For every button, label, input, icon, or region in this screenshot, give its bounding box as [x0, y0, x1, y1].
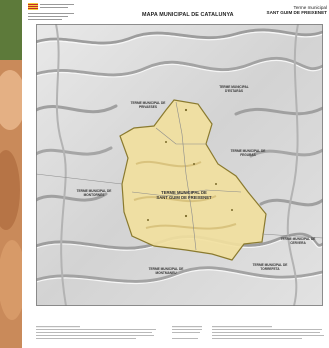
sheet-header: MAPA MUNICIPAL DE CATALUNYA Terme munici…: [22, 0, 329, 24]
municipality-title-line2: SANT GUIM DE FREIXENET: [266, 10, 328, 16]
svg-text:TERME MUNICIPAL DE: TERME MUNICIPAL DE: [149, 267, 184, 271]
svg-text:TERME MUNICIPAL DE: TERME MUNICIPAL DE: [131, 101, 166, 105]
neighbour-label-montmaneu: TERME MUNICIPAL DE MONTMANEU: [149, 267, 184, 275]
municipality-label-line1: TERME MUNICIPAL DE: [161, 190, 207, 195]
municipality-area[interactable]: [119, 99, 267, 261]
sheet-footer: [36, 326, 324, 339]
municipality-label-line2: SANT GUIM DE FREIXENET: [156, 195, 212, 200]
svg-text:FEGURAS: FEGURAS: [240, 153, 256, 157]
road-network: [36, 101, 323, 251]
neighbour-label-torrefeta: TERME MUNICIPAL DE TORREFETA: [253, 263, 288, 271]
generalitat-logo: [28, 3, 38, 10]
map-sheet: MAPA MUNICIPAL DE CATALUNYA Terme munici…: [22, 0, 329, 348]
relief-map[interactable]: TERME MUNICIPAL DE SANT GUIM DE FREIXENE…: [36, 24, 323, 306]
svg-text:TERME MUNICIPAL DE: TERME MUNICIPAL DE: [281, 237, 316, 241]
neighbour-label-privaeses: TERME MUNICIPAL DE PRIVAESES: [131, 101, 166, 109]
svg-text:TERME MUNICIPAL DE: TERME MUNICIPAL DE: [77, 189, 112, 193]
place-markers: [147, 108, 233, 221]
svg-text:TORREFETA: TORREFETA: [260, 267, 280, 271]
map-frame: [36, 24, 323, 306]
municipality-title: Terme municipal SANT GUIM DE FREIXENET: [267, 5, 328, 16]
svg-text:D'ESTARÀS: D'ESTARÀS: [225, 88, 243, 93]
svg-text:CERVERA: CERVERA: [290, 241, 306, 245]
svg-text:TERME MUNICIPAL DE: TERME MUNICIPAL DE: [231, 149, 266, 153]
svg-text:MONTORNÈS: MONTORNÈS: [84, 192, 105, 197]
neighbour-label-feguras: TERME MUNICIPAL DE FEGURAS: [231, 149, 266, 157]
neighbour-label-montornes: TERME MUNICIPAL DE MONTORNÈS: [77, 189, 112, 197]
svg-text:PRIVAESES: PRIVAESES: [139, 105, 157, 109]
neighbour-label-cervera: TERME MUNICIPAL DE CERVERA: [281, 237, 316, 245]
map-title: MAPA MUNICIPAL DE CATALUNYA: [142, 12, 234, 18]
municipality-title-line1: Terme municipal: [293, 5, 327, 10]
svg-text:TERME MUNICIPAL DE: TERME MUNICIPAL DE: [253, 263, 288, 267]
neighbour-label-estaras: TERME MUNICIPAL D'ESTARÀS: [219, 85, 249, 93]
svg-text:MONTMANEU: MONTMANEU: [155, 271, 177, 275]
svg-text:TERME MUNICIPAL: TERME MUNICIPAL: [219, 85, 249, 89]
